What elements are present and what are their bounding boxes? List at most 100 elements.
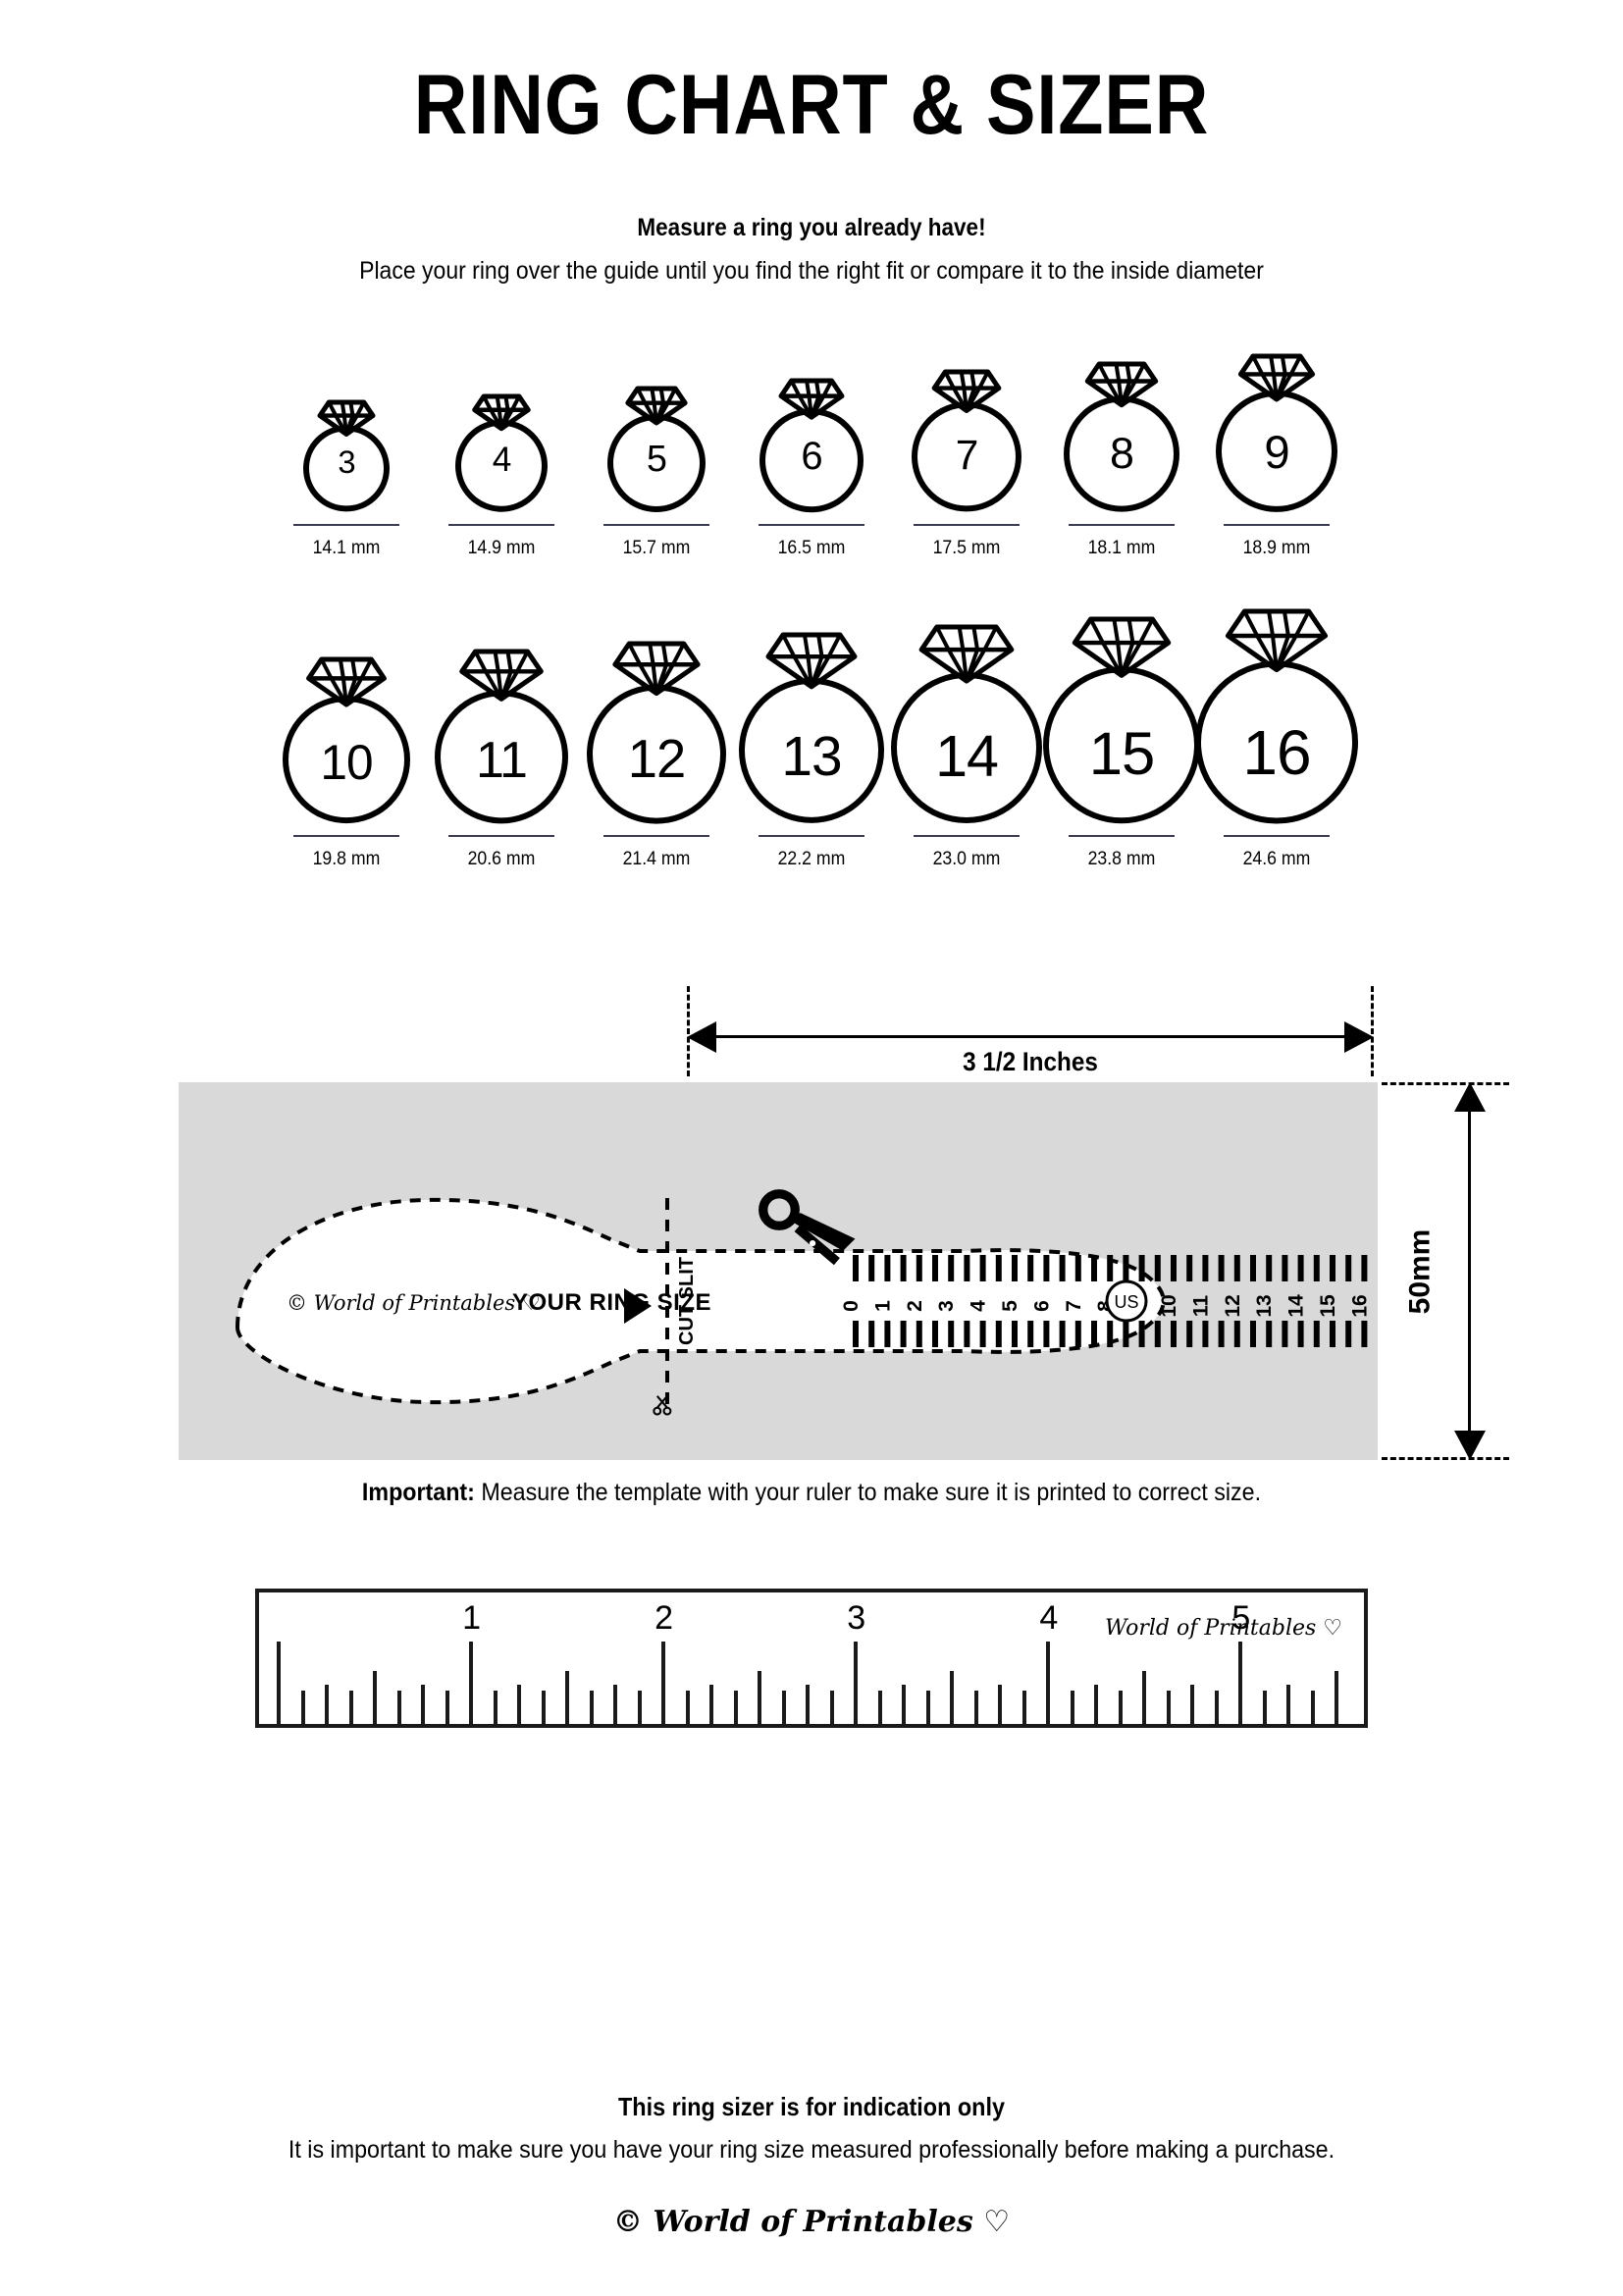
ring-size-cell[interactable]: 6 16.5 mm	[734, 348, 889, 559]
ruler-tick	[1142, 1671, 1147, 1725]
ruler-tick	[1118, 1691, 1123, 1725]
ruler-tick	[348, 1691, 353, 1725]
template-watermark: © World of Printables ♡	[287, 1291, 541, 1315]
ring-icon: 9	[1199, 341, 1354, 514]
ruler-number: 2	[654, 1599, 673, 1638]
ruler-tick	[1166, 1691, 1171, 1725]
ring-diameter-label: 14.9 mm	[467, 537, 536, 558]
ring-size-cell[interactable]: 4 14.9 mm	[424, 352, 579, 559]
ring-diameter-label: 23.8 mm	[1087, 849, 1156, 870]
ring-size-chart: 3 14.1 mm 4 14.9 mm 5 15.7 mm 6 16.5 mm 7 17.…	[0, 341, 1623, 870]
ruler-tick	[493, 1691, 497, 1725]
ring-diameter-label: 22.2 mm	[777, 849, 846, 870]
dimh-extension-top	[1382, 1082, 1509, 1086]
ring-size-cell[interactable]: 3 14.1 mm	[269, 352, 424, 558]
your-ring-size-label: YOUR RING SIZE	[512, 1289, 711, 1316]
mm-underline	[603, 835, 709, 838]
ruler-tick	[661, 1642, 666, 1725]
sizer-template-section: 3 1/2 Inches 012345678910111213141516 US	[0, 986, 1623, 1506]
ring-icon: 15	[1043, 599, 1200, 825]
brand-watermark: © World of Printables ♡	[612, 2205, 1011, 2239]
svg-text:6: 6	[1030, 1300, 1053, 1312]
ring-diameter-label: 21.4 mm	[622, 849, 691, 870]
svg-text:14: 14	[1285, 1294, 1308, 1318]
ring-diameter-label: 19.8 mm	[312, 849, 381, 870]
ring-diameter-label: 15.7 mm	[622, 537, 691, 558]
intro-heading: Measure a ring you already have!	[637, 214, 986, 242]
ruler-tick	[781, 1691, 786, 1725]
ring-diameter-label: 20.6 mm	[467, 849, 536, 870]
ruler-tick	[1046, 1642, 1051, 1725]
ruler-tick	[541, 1691, 546, 1725]
ruler-watermark: World of Printables ♡	[1105, 1616, 1342, 1642]
slit-scissors-icon	[653, 1395, 672, 1416]
intro-subtext: Place your ring over the guide until you…	[359, 256, 1264, 285]
ring-size-cell[interactable]: 14 23.0 mm	[889, 600, 1044, 870]
ruler-tick	[973, 1691, 978, 1725]
svg-text:0: 0	[840, 1300, 863, 1312]
ruler-number: 5	[1231, 1599, 1250, 1638]
svg-text:12: 12	[1222, 1295, 1244, 1318]
svg-text:1: 1	[871, 1300, 894, 1312]
ring-icon: 4	[424, 352, 579, 514]
ruler-tick	[1070, 1691, 1074, 1725]
mm-underline	[914, 835, 1020, 838]
mm-underline	[759, 523, 864, 526]
cut-outline	[235, 1198, 1166, 1405]
ring-size-number: 14	[935, 723, 999, 790]
mm-underline	[914, 523, 1020, 526]
ring-diameter-label: 16.5 mm	[777, 537, 846, 558]
arrow-down-icon	[1454, 1431, 1486, 1461]
height-dimension: 50mm	[1382, 1082, 1509, 1461]
ruler-tick	[709, 1685, 714, 1725]
ruler-tick	[1214, 1691, 1219, 1725]
sizer-tick-marks	[853, 1255, 1368, 1348]
ruler-tick	[373, 1671, 378, 1725]
mm-underline	[1069, 835, 1175, 838]
mm-underline	[603, 523, 709, 526]
ring-size-cell[interactable]: 7 17.5 mm	[889, 345, 1044, 558]
svg-text:16: 16	[1348, 1295, 1371, 1318]
ring-row-1: 3 14.1 mm 4 14.9 mm 5 15.7 mm 6 16.5 mm 7 17.…	[0, 341, 1623, 559]
ruler-tick	[854, 1642, 859, 1725]
width-dimension: 3 1/2 Inches	[687, 986, 1374, 1077]
arrow-up-icon	[1454, 1082, 1486, 1113]
ring-icon: 3	[269, 352, 424, 513]
footer-subtext: It is important to make sure you have yo…	[288, 2136, 1335, 2164]
ruler-tick	[300, 1691, 305, 1725]
ruler-tick	[613, 1685, 618, 1725]
ruler-tick	[1286, 1685, 1291, 1725]
dimh-extension-bottom	[1382, 1457, 1509, 1461]
mm-underline	[448, 523, 554, 526]
ring-diameter-label: 14.1 mm	[312, 537, 381, 558]
page-title: RING CHART & SIZER	[413, 58, 1210, 152]
ruler-tick	[1335, 1671, 1339, 1725]
ruler-tick	[1262, 1691, 1267, 1725]
ring-icon: 7	[889, 345, 1044, 513]
ruler-tick	[1310, 1691, 1315, 1725]
ruler-tick	[950, 1671, 955, 1725]
ring-size-cell[interactable]: 15 23.8 mm	[1043, 599, 1200, 870]
ring-size-cell[interactable]: 5 15.7 mm	[579, 350, 734, 559]
ruler-tick	[1021, 1691, 1026, 1725]
ring-size-number: 7	[955, 431, 979, 478]
ring-icon: 14	[889, 600, 1044, 825]
ruler-tick	[396, 1691, 401, 1725]
ruler-tick	[517, 1685, 522, 1725]
ruler-number: 4	[1039, 1599, 1058, 1638]
ruler-tick	[733, 1691, 738, 1725]
ring-icon: 6	[734, 348, 889, 514]
ring-diameter-label: 17.5 mm	[932, 537, 1001, 558]
svg-text:3: 3	[935, 1300, 958, 1312]
ruler-tick	[925, 1691, 930, 1725]
ring-diameter-label: 23.0 mm	[932, 849, 1001, 870]
ring-icon: 5	[579, 350, 734, 514]
